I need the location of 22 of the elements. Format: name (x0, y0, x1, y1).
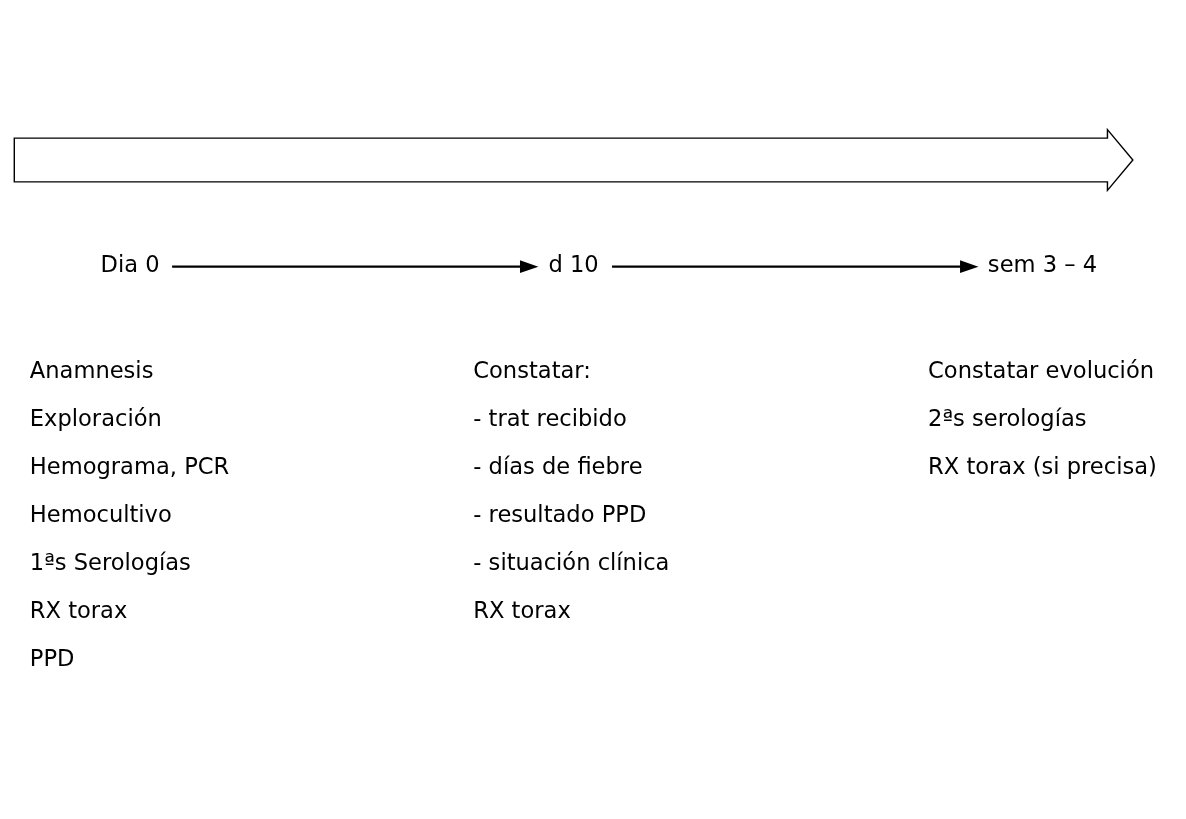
node-label: Exploración (29, 404, 162, 431)
node-label: - trat recibido (473, 404, 627, 431)
node-label: Hemograma, PCR (29, 452, 230, 479)
node-label: - situación clínica (473, 548, 670, 575)
node-label: - días de fiebre (473, 452, 643, 479)
node-label: Hemocultivo (29, 500, 172, 527)
node-text: d 10 (548, 250, 599, 277)
node-label: PPD (29, 644, 75, 671)
node-label: - resultado PPD (473, 500, 647, 527)
node-label: RX torax (473, 596, 571, 623)
node-text: Dia 0 (100, 250, 160, 277)
node-label: RX torax (29, 596, 128, 623)
node-label: Constatar evolución (928, 356, 1155, 383)
node-label: 1ªs Serologías (29, 548, 191, 575)
arrow (612, 259, 979, 273)
node-text: sem 3 – 4 (987, 250, 1098, 277)
arrow (172, 259, 539, 273)
node-label: Anamnesis (29, 356, 154, 383)
node-label: RX torax (si precisa) (928, 452, 1157, 479)
node-label: 2ªs serologías (928, 404, 1087, 431)
node-label: Constatar: (473, 356, 591, 383)
node-arrow (13, 127, 1134, 192)
